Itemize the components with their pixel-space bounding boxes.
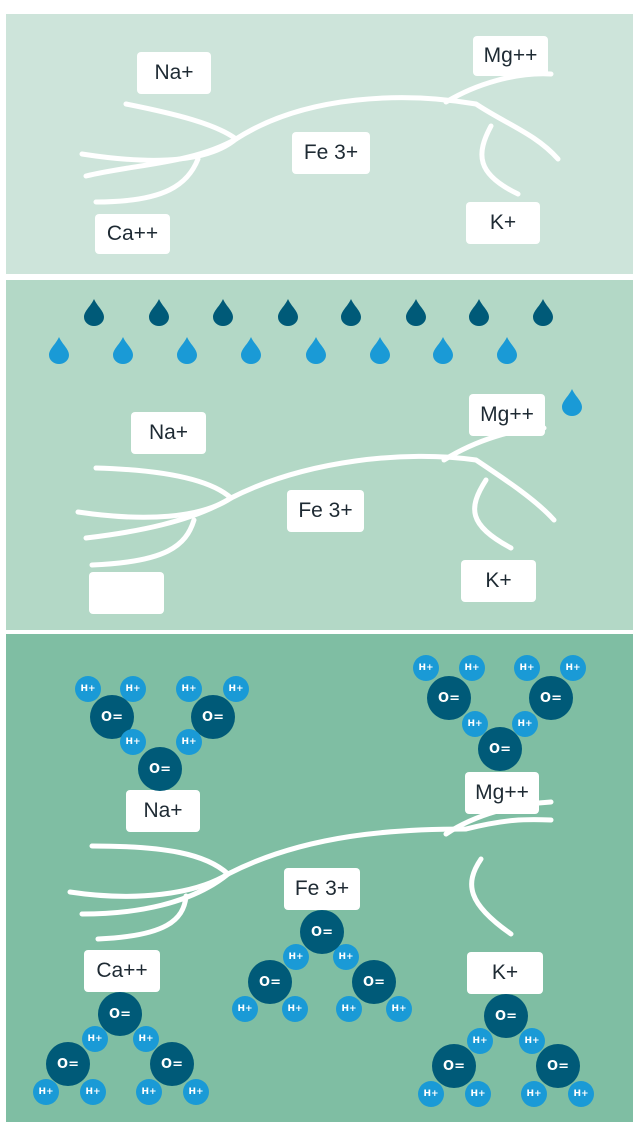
label-ca <box>89 572 164 614</box>
oxygen-atom-icon: O= <box>98 992 142 1036</box>
hydrogen-atom-icon: H+ <box>467 1028 493 1054</box>
hydrogen-atom-icon: H+ <box>33 1079 59 1105</box>
label-mg: Mg++ <box>469 394 545 436</box>
hydrogen-atom-icon: H+ <box>519 1028 545 1054</box>
hydrogen-atom-icon: H+ <box>512 711 538 737</box>
oxygen-atom-icon: O= <box>484 994 528 1038</box>
label-na: Na+ <box>126 790 200 832</box>
hydrogen-atom-icon: H+ <box>336 996 362 1022</box>
oxygen-atom-icon: O= <box>138 747 182 791</box>
hydrogen-atom-icon: H+ <box>413 655 439 681</box>
water-drop-icon <box>113 337 133 364</box>
label-fe: Fe 3+ <box>284 868 360 910</box>
oxygen-atom-icon: O= <box>529 676 573 720</box>
hydrogen-atom-icon: H+ <box>521 1081 547 1107</box>
water-drop-icon <box>370 337 390 364</box>
water-drop-icon <box>533 299 553 326</box>
hydrogen-atom-icon: H+ <box>223 676 249 702</box>
hydrogen-atom-icon: H+ <box>568 1081 594 1107</box>
hydrogen-atom-icon: H+ <box>514 655 540 681</box>
panel-soil-ions: Na+ Mg++ Fe 3+ Ca++ K+ <box>6 14 633 274</box>
hydrogen-atom-icon: H+ <box>75 676 101 702</box>
hydrogen-atom-icon: H+ <box>176 729 202 755</box>
water-drop-icon <box>497 337 517 364</box>
water-drop-icon <box>341 299 361 326</box>
root-lines <box>79 71 561 205</box>
panel-water-molecules: Na+ Mg++ Fe 3+ Ca++ K+ H+H+O=H+H+O=H+H+O… <box>6 634 633 1122</box>
hydrogen-atom-icon: H+ <box>176 676 202 702</box>
hydrogen-atom-icon: H+ <box>80 1079 106 1105</box>
oxygen-atom-icon: O= <box>478 727 522 771</box>
hydrogen-atom-icon: H+ <box>133 1026 159 1052</box>
label-k: K+ <box>461 560 536 602</box>
label-mg: Mg++ <box>473 36 548 76</box>
oxygen-atom-icon: O= <box>191 695 235 739</box>
oxygen-atom-icon: O= <box>300 910 344 954</box>
oxygen-atom-icon: O= <box>352 960 396 1004</box>
oxygen-atom-icon: O= <box>536 1044 580 1088</box>
oxygen-atom-icon: O= <box>46 1042 90 1086</box>
water-drop-icon <box>49 337 69 364</box>
hydrogen-atom-icon: H+ <box>560 655 586 681</box>
water-drop-icon <box>306 337 326 364</box>
water-drop-icon <box>278 299 298 326</box>
water-drop-icon <box>406 299 426 326</box>
oxygen-atom-icon: O= <box>427 676 471 720</box>
oxygen-atom-icon: O= <box>248 960 292 1004</box>
water-drop-icon <box>469 299 489 326</box>
water-drop-icon <box>213 299 233 326</box>
oxygen-atom-icon: O= <box>150 1042 194 1086</box>
hydrogen-atom-icon: H+ <box>120 729 146 755</box>
water-drop-icon <box>241 337 261 364</box>
label-ca: Ca++ <box>95 214 170 254</box>
label-fe: Fe 3+ <box>287 490 364 532</box>
water-drop-icon <box>149 299 169 326</box>
label-ca: Ca++ <box>84 950 160 992</box>
hydrogen-atom-icon: H+ <box>386 996 412 1022</box>
label-k: K+ <box>467 952 543 994</box>
label-na: Na+ <box>137 52 211 94</box>
hydrogen-atom-icon: H+ <box>120 676 146 702</box>
root-lines <box>75 425 557 568</box>
hydrogen-atom-icon: H+ <box>283 944 309 970</box>
hydrogen-atom-icon: H+ <box>333 944 359 970</box>
water-drop-icon <box>433 337 453 364</box>
label-k: K+ <box>466 202 540 244</box>
oxygen-atom-icon: O= <box>432 1044 476 1088</box>
hydrogen-atom-icon: H+ <box>465 1081 491 1107</box>
hydrogen-atom-icon: H+ <box>459 655 485 681</box>
hydrogen-atom-icon: H+ <box>418 1081 444 1107</box>
hydrogen-atom-icon: H+ <box>82 1026 108 1052</box>
hydrogen-atom-icon: H+ <box>136 1079 162 1105</box>
water-drop-icon <box>562 389 582 416</box>
water-drop-icon <box>177 337 197 364</box>
panel-rain: Na+ Mg++ Fe 3+ K+ <box>6 280 633 630</box>
hydrogen-atom-icon: H+ <box>183 1079 209 1105</box>
water-drop-icon <box>84 299 104 326</box>
hydrogen-atom-icon: H+ <box>232 996 258 1022</box>
label-na: Na+ <box>131 412 206 454</box>
hydrogen-atom-icon: H+ <box>282 996 308 1022</box>
label-mg: Mg++ <box>465 772 539 814</box>
label-fe: Fe 3+ <box>292 132 370 174</box>
